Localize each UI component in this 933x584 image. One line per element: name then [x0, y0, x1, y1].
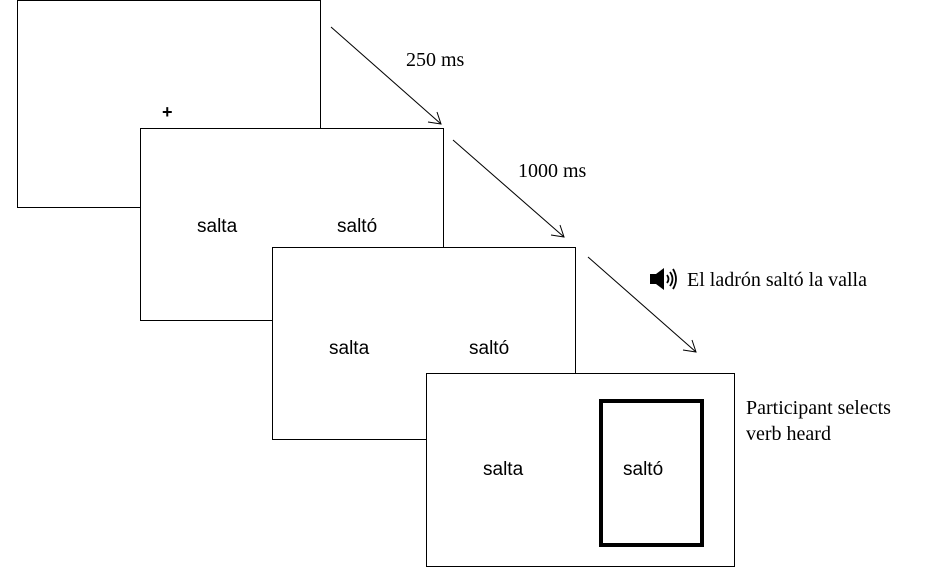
timing-label-250: 250 ms [406, 49, 465, 71]
left-word: salta [197, 216, 238, 237]
response-note-line-2: verb heard [746, 423, 831, 445]
right-word: saltó [337, 216, 378, 237]
left-word: salta [329, 338, 370, 359]
timing-label-1000: 1000 ms [518, 160, 587, 182]
right-word-selected: saltó [623, 459, 664, 480]
response-note-line-1: Participant selects [746, 397, 891, 419]
response-screen: salta saltó [426, 373, 735, 567]
arrow-1 [330, 26, 442, 125]
selection-box [599, 399, 704, 547]
arrow-3 [587, 256, 697, 353]
audio-sentence: El ladrón saltó la valla [687, 269, 867, 291]
fixation-cross: + [162, 102, 173, 122]
left-word: salta [483, 459, 524, 480]
arrow-2 [452, 139, 565, 238]
right-word: saltó [469, 338, 510, 359]
speaker-icon [650, 268, 677, 290]
